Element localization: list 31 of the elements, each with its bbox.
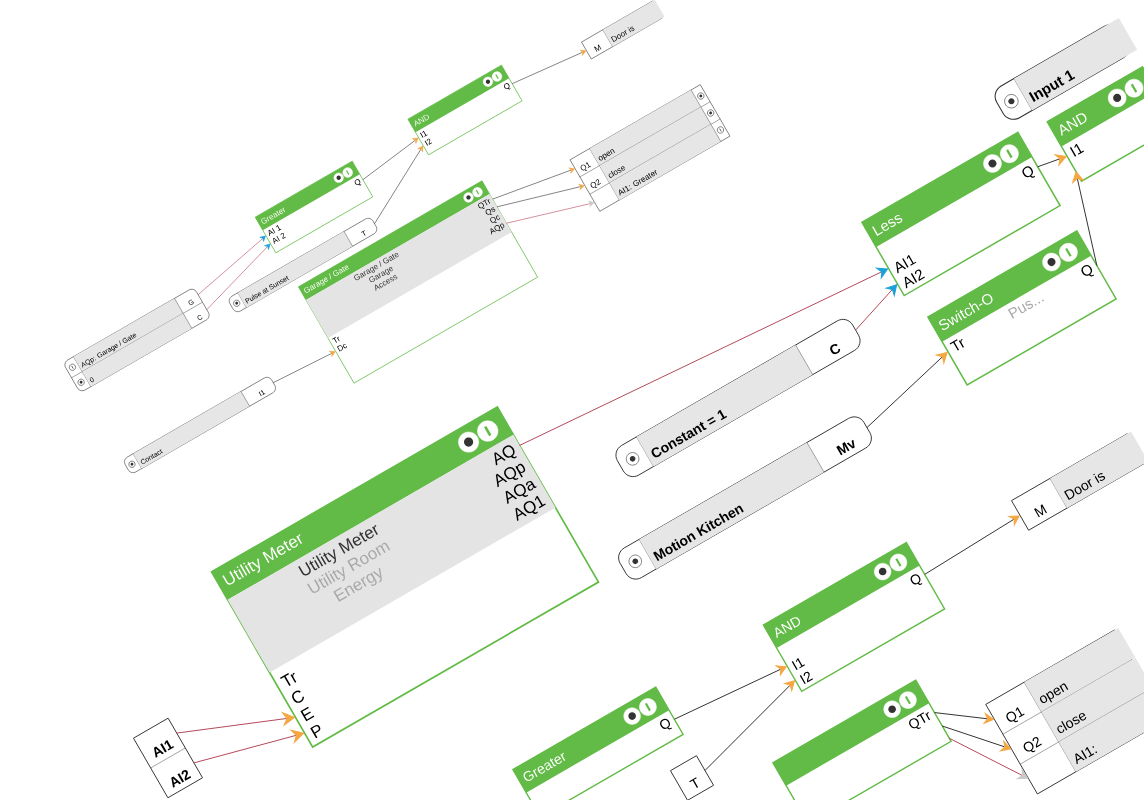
connector: [272, 351, 336, 383]
node-label: Mv: [836, 439, 855, 456]
connector: [506, 200, 595, 224]
connector: [934, 712, 994, 724]
function-block: AND I1 I2 Q: [407, 64, 523, 156]
connector: [704, 680, 795, 771]
connector: [206, 243, 271, 310]
connector: [948, 737, 1029, 780]
connector: [941, 725, 1012, 752]
function-block: AND I1 I2 Q: [762, 541, 946, 693]
connector-cell: M Door is: [581, 0, 665, 60]
connector: [673, 665, 787, 720]
connector: [176, 712, 295, 734]
connector-cell: M Door is: [1011, 431, 1144, 531]
connector: [866, 351, 948, 429]
connector-cell: AI1 AI2: [133, 717, 203, 799]
connector-cell: Q1 open Q2 close AI1:: [985, 627, 1144, 795]
connector: [374, 145, 424, 224]
connector: [1037, 154, 1067, 168]
connector-cell: T: [669, 755, 715, 800]
connector: [855, 284, 898, 331]
connector: [492, 167, 575, 200]
connector: [193, 729, 305, 764]
connector: [496, 183, 585, 208]
connector: [362, 137, 419, 180]
connector: [519, 267, 889, 446]
connector: [197, 235, 266, 295]
connector: [1072, 171, 1098, 267]
connector: [511, 49, 587, 84]
connector: [924, 515, 1020, 575]
node-label: C: [830, 344, 841, 355]
